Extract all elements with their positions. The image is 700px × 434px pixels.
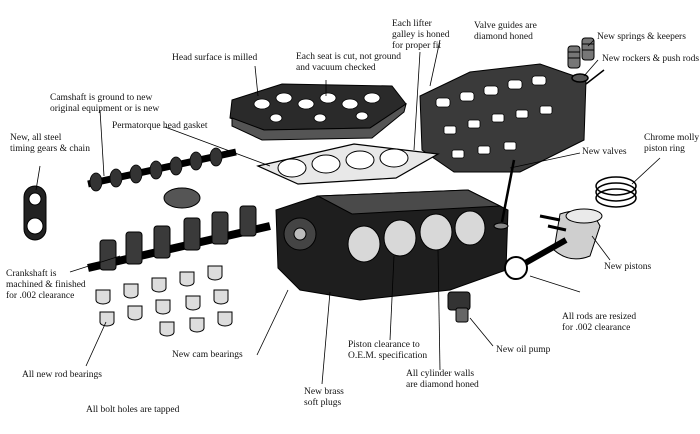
label-bolt-holes: All bolt holes are tapped (86, 405, 180, 415)
rockers-pushrods (571, 69, 605, 85)
connecting-rod (504, 237, 568, 280)
bearing-caps (95, 265, 233, 337)
crankshaft (87, 187, 271, 272)
label-head-gasket: Permatorque head gasket (112, 121, 208, 131)
piston (539, 208, 603, 260)
label-cylinder-walls: All cylinder walls are diamond honed (406, 369, 479, 390)
valve-springs (567, 37, 595, 69)
label-new-valves: New valves (582, 147, 627, 157)
label-seat-cut: Each seat is cut, not ground and vacuum … (296, 52, 402, 73)
left-cylinder-head (229, 83, 407, 141)
label-piston-clearance: Piston clearance to O.E.M. specification (348, 340, 428, 361)
label-crankshaft: Crankshaft is machined & finished for .0… (6, 269, 86, 301)
head-gasket (256, 143, 440, 185)
label-piston-ring: Chrome molly piston ring (644, 133, 700, 154)
label-lifter-galley: Each lifter galley is honed for proper f… (392, 19, 450, 51)
label-camshaft: Camshaft is ground to new original equip… (50, 93, 160, 114)
label-valve-guides: Valve guides are diamond honed (474, 21, 537, 42)
leader-lines (35, 39, 661, 385)
label-head-milled: Head surface is milled (172, 53, 258, 63)
label-oil-pump: New oil pump (496, 345, 551, 355)
label-brass-plugs: New brass soft plugs (304, 387, 344, 408)
label-new-pistons: New pistons (604, 262, 652, 272)
piston-rings (595, 176, 637, 208)
right-cylinder-head (419, 63, 587, 173)
timing-chain (23, 185, 47, 241)
label-rockers-pushrods: New rockers & push rods (602, 54, 700, 64)
label-springs-keepers: New springs & keepers (597, 32, 686, 42)
label-rods-resized: All rods are resized for .002 clearance (562, 312, 637, 333)
label-rod-bearings: All new rod bearings (22, 370, 102, 380)
label-timing-gears: New, all steel timing gears & chain (10, 133, 90, 154)
label-cam-bearings: New cam bearings (172, 350, 243, 360)
valve (493, 159, 516, 230)
engine-block (275, 189, 509, 301)
oil-pump (447, 291, 471, 323)
camshaft (87, 147, 237, 192)
